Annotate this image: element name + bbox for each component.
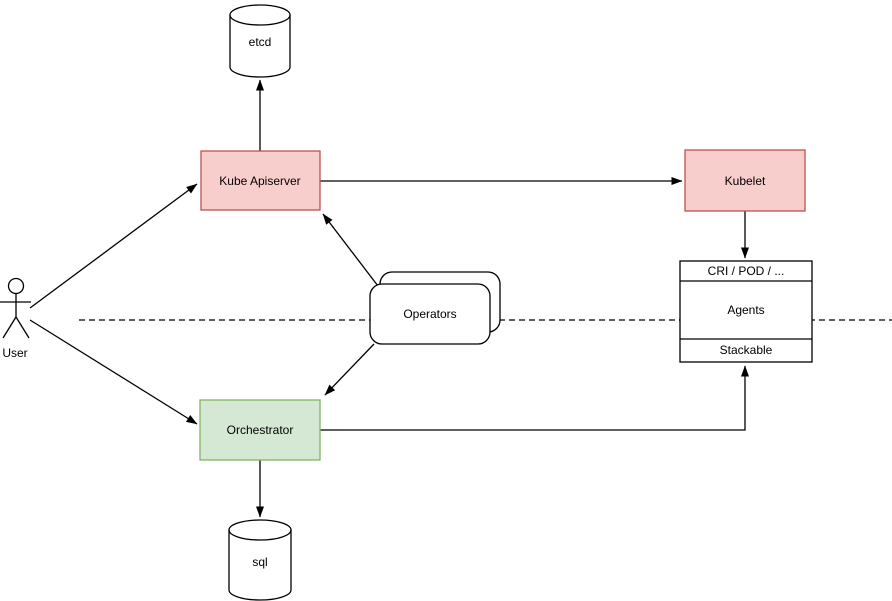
node-operators: Operators — [369, 271, 501, 345]
kubelet-box — [684, 149, 806, 212]
agents-footer-label: Stackable — [720, 343, 773, 357]
agents-header-label: CRI / POD / ... — [708, 264, 785, 278]
edge-user-to-kube-apiserver — [29, 183, 198, 309]
operators-label: Operators — [403, 307, 456, 321]
kubelet-label: Kubelet — [725, 174, 766, 188]
node-kubelet: Kubelet — [684, 149, 806, 212]
edge-operators-to-orchestrator — [324, 343, 375, 396]
actor-leg-right — [15, 316, 30, 339]
sql-cylinder-body — [228, 519, 292, 601]
kube-apiserver-box — [200, 150, 321, 211]
kube-apiserver-label: Kube Apiserver — [219, 174, 300, 188]
node-agents: CRI / POD / ... Agents Stackable — [679, 260, 813, 363]
agents-label: Agents — [727, 303, 764, 317]
etcd-label: etcd — [249, 35, 272, 49]
user-label: User — [2, 346, 27, 360]
node-user: User — [0, 277, 31, 360]
etcd-cylinder-rim — [229, 14, 291, 26]
edge-operators-to-kube-apiserver — [322, 213, 379, 287]
actor-leg-left — [2, 316, 17, 339]
sql-label: sql — [252, 555, 267, 569]
operators-box-front — [369, 283, 491, 345]
agents-box — [679, 260, 813, 363]
orchestrator-label: Orchestrator — [227, 423, 294, 437]
edge-orchestrator-to-stackable — [320, 365, 749, 431]
node-etcd: etcd — [229, 4, 291, 78]
edge-user-to-orchestrator — [29, 319, 198, 425]
orchestrator-box — [199, 399, 321, 461]
node-sql: sql — [228, 519, 292, 601]
edges — [29, 79, 749, 518]
actor-head — [7, 277, 25, 295]
etcd-cylinder-body — [229, 4, 291, 78]
node-kube-apiserver: Kube Apiserver — [200, 150, 321, 211]
sql-cylinder-rim — [228, 529, 292, 541]
node-orchestrator: Orchestrator — [199, 399, 321, 461]
